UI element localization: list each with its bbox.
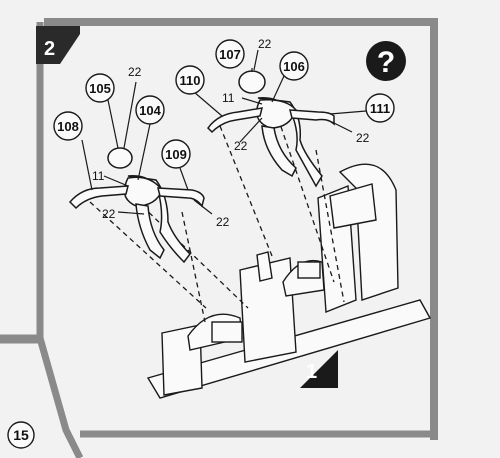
paint-codes: 22 11 22 22 22 11 22 22 (92, 37, 370, 229)
left-arm-part-110 (207, 107, 264, 134)
svg-text:111: 111 (370, 101, 390, 116)
svg-text:107: 107 (219, 47, 241, 62)
svg-text:104: 104 (139, 103, 161, 118)
callout-111: 111 (365, 93, 395, 123)
cockpit-tub (146, 163, 432, 399)
callout-108: 108 (53, 111, 83, 141)
help-badge: ? (366, 41, 406, 81)
svg-text:110: 110 (180, 73, 201, 88)
step-panel (0, 18, 438, 458)
paint-code: 22 (234, 139, 248, 153)
callout-107: 107 (215, 39, 245, 69)
step-number-badge: 2 (36, 26, 80, 64)
top-pilot-figure (207, 70, 335, 188)
paint-code: 22 (216, 215, 230, 229)
paint-code: 22 (258, 37, 272, 51)
paint-code: 22 (356, 131, 370, 145)
helmet-part-107 (238, 70, 266, 94)
callout-104: 104 (135, 95, 165, 125)
svg-text:109: 109 (165, 147, 187, 162)
svg-text:106: 106 (283, 59, 305, 74)
paint-code: 22 (102, 207, 116, 221)
leader-lines (81, 49, 379, 215)
helmet-part-105 (107, 147, 133, 169)
svg-text:108: 108 (57, 119, 79, 134)
left-arm-part-108 (68, 185, 129, 210)
page-number: 15 (13, 427, 29, 443)
callout-105: 105 (85, 73, 115, 103)
subassembly-number: 1 (306, 361, 317, 383)
callout-110: 110 (175, 65, 205, 95)
right-arm-part-111 (289, 109, 335, 126)
front-pilot-figure (68, 147, 205, 264)
torso-part-104 (123, 176, 163, 207)
part-callouts: 107 106 110 111 105 104 108 109 (53, 39, 395, 169)
page-number-badge: 15 (7, 421, 35, 449)
question-mark-icon (366, 41, 406, 81)
paint-code: 11 (222, 91, 235, 105)
callout-106: 106 (279, 51, 309, 81)
placement-guides (89, 117, 345, 323)
paint-code: 22 (128, 65, 142, 79)
step-number: 2 (44, 38, 55, 60)
callout-109: 109 (161, 139, 191, 169)
svg-text:105: 105 (89, 81, 111, 96)
paint-code: 11 (92, 169, 105, 183)
help-glyph: ? (377, 46, 395, 79)
subassembly-badge: 1 (300, 350, 338, 388)
